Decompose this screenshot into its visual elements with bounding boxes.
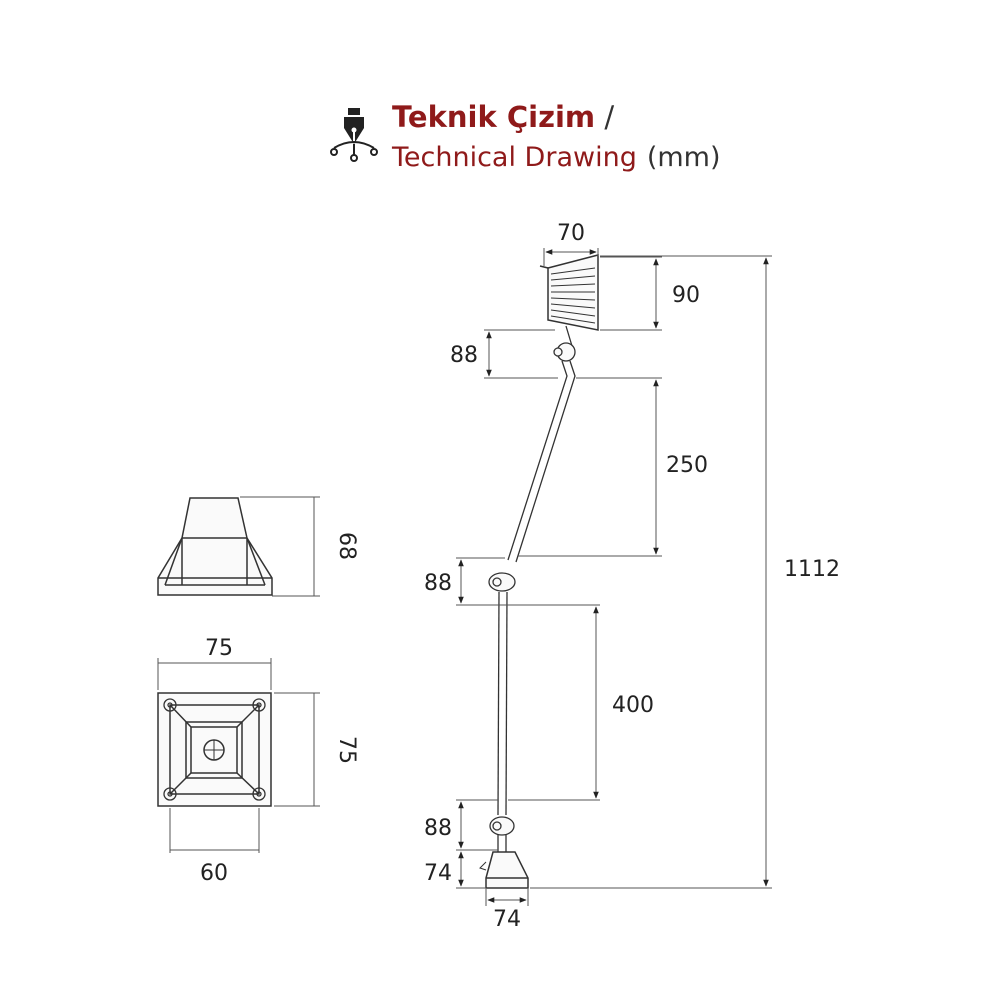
label-joint-top: 88 xyxy=(450,343,478,368)
label-base-plate-width: 75 xyxy=(205,636,233,661)
base-side-view xyxy=(157,497,273,596)
label-joint-middle: 88 xyxy=(424,571,452,596)
drawing-header: Teknik Çizim / Technical Drawing (mm) xyxy=(330,100,790,180)
label-base-width: 74 xyxy=(493,907,521,932)
title-slash: / xyxy=(604,100,615,134)
dim-joint-middle xyxy=(456,557,600,606)
label-lamp-head-height: 90 xyxy=(672,283,700,308)
mounting-hole-top-left xyxy=(163,698,177,712)
base-top-view xyxy=(157,692,272,807)
dim-joint-top xyxy=(484,329,558,379)
dim-arm-lower xyxy=(508,606,600,801)
title-turkish: Teknik Çizim xyxy=(392,100,596,134)
pen-nib-icon xyxy=(330,108,378,162)
dim-joint-bottom xyxy=(456,799,498,851)
label-lamp-head-width: 70 xyxy=(557,221,585,246)
mounting-hole-bottom-right xyxy=(252,787,266,801)
lamp-arm-upper xyxy=(507,360,576,563)
dim-base-hole-spacing xyxy=(169,808,260,853)
title-unit: (mm) xyxy=(646,142,721,173)
dim-lamp-head-height xyxy=(600,256,662,331)
dim-lamp-head-width xyxy=(543,248,599,266)
dim-arm-upper xyxy=(518,377,662,557)
label-arm-lower: 400 xyxy=(612,693,654,718)
label-base-side-height: 68 xyxy=(334,532,359,560)
dim-base-plate-depth xyxy=(274,692,320,807)
dim-base-plate-width xyxy=(157,658,272,690)
label-total-height: 1112 xyxy=(784,557,840,582)
dim-base-height xyxy=(456,851,486,889)
title-english: Technical Drawing xyxy=(392,142,637,173)
dim-base-side-height xyxy=(240,496,320,597)
lamp-joint-top xyxy=(553,325,576,362)
dim-base-width xyxy=(485,889,529,906)
label-base-hole-spacing: 60 xyxy=(200,861,228,886)
label-base-height: 74 xyxy=(424,861,452,886)
dim-total-height xyxy=(530,255,772,889)
title-line-2: Technical Drawing (mm) xyxy=(392,142,721,173)
label-base-plate-depth: 75 xyxy=(334,736,359,764)
lamp-arm-lower xyxy=(497,591,508,816)
mounting-hole-top-right xyxy=(252,698,266,712)
mounting-hole-bottom-left xyxy=(163,787,177,801)
label-arm-upper: 250 xyxy=(666,453,708,478)
title-line-1: Teknik Çizim / xyxy=(392,100,614,134)
lamp-joint-middle xyxy=(488,572,516,592)
lamp-head xyxy=(539,254,599,331)
lamp-base xyxy=(479,851,529,889)
label-joint-bottom: 88 xyxy=(424,816,452,841)
lamp-joint-bottom xyxy=(489,816,515,852)
